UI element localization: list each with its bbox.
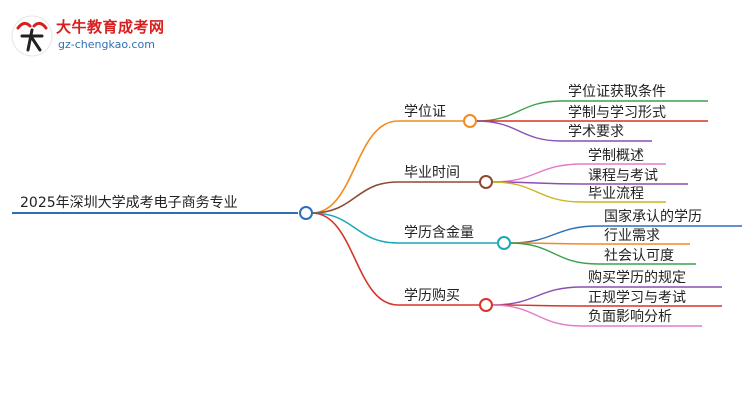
branch-connector (311, 181, 399, 214)
branch-label-degree-certificate: 学位证 (404, 104, 446, 120)
leaf-label: 毕业流程 (588, 186, 644, 202)
leaf-label: 课程与考试 (588, 168, 658, 184)
branch-connector (311, 120, 399, 214)
leaf-label: 购买学历的规定 (588, 270, 686, 286)
leaf-label: 负面影响分析 (588, 309, 672, 325)
branch-label-degree-value: 学历含金量 (404, 225, 474, 241)
branch-label-graduation-time: 毕业时间 (404, 165, 460, 181)
site-url[interactable]: gz-chengkao.com (58, 38, 155, 51)
leaf-label: 国家承认的学历 (604, 208, 702, 225)
branch-label-degree-purchase: 学历购买 (404, 288, 460, 304)
bull-logo-icon (11, 15, 53, 57)
leaf-connector (491, 304, 583, 327)
root-node-circle[interactable] (299, 206, 313, 220)
site-logo: 大牛教育成考网 gz-chengkao.com (10, 14, 210, 58)
branch-connector (311, 212, 399, 244)
mind-map-edges (311, 100, 599, 327)
leaf-label: 学制概述 (588, 148, 644, 164)
leaf-label: 学位证获取条件 (568, 83, 666, 100)
leaf-connector (509, 242, 599, 265)
leaf-connector (491, 181, 583, 203)
branch-node-circle[interactable] (463, 114, 477, 128)
root-node-label: 2025年深圳大学成考电子商务专业 (20, 195, 238, 211)
leaf-label: 学术要求 (568, 124, 624, 140)
leaf-connector (491, 286, 583, 306)
leaf-label: 社会认可度 (604, 248, 674, 264)
leaf-label: 正规学习与考试 (588, 290, 686, 306)
site-name: 大牛教育成考网 (56, 18, 165, 36)
leaf-connector (509, 225, 599, 244)
leaf-label: 行业需求 (604, 228, 660, 244)
leaf-connector (491, 163, 583, 183)
branch-node-circle[interactable] (479, 298, 493, 312)
leaf-connector (475, 100, 563, 122)
branch-node-circle[interactable] (497, 236, 511, 250)
branch-connector (311, 212, 399, 306)
branch-node-circle[interactable] (479, 175, 493, 189)
leaf-connector (475, 120, 563, 142)
leaf-label: 学制与学习形式 (568, 105, 666, 121)
